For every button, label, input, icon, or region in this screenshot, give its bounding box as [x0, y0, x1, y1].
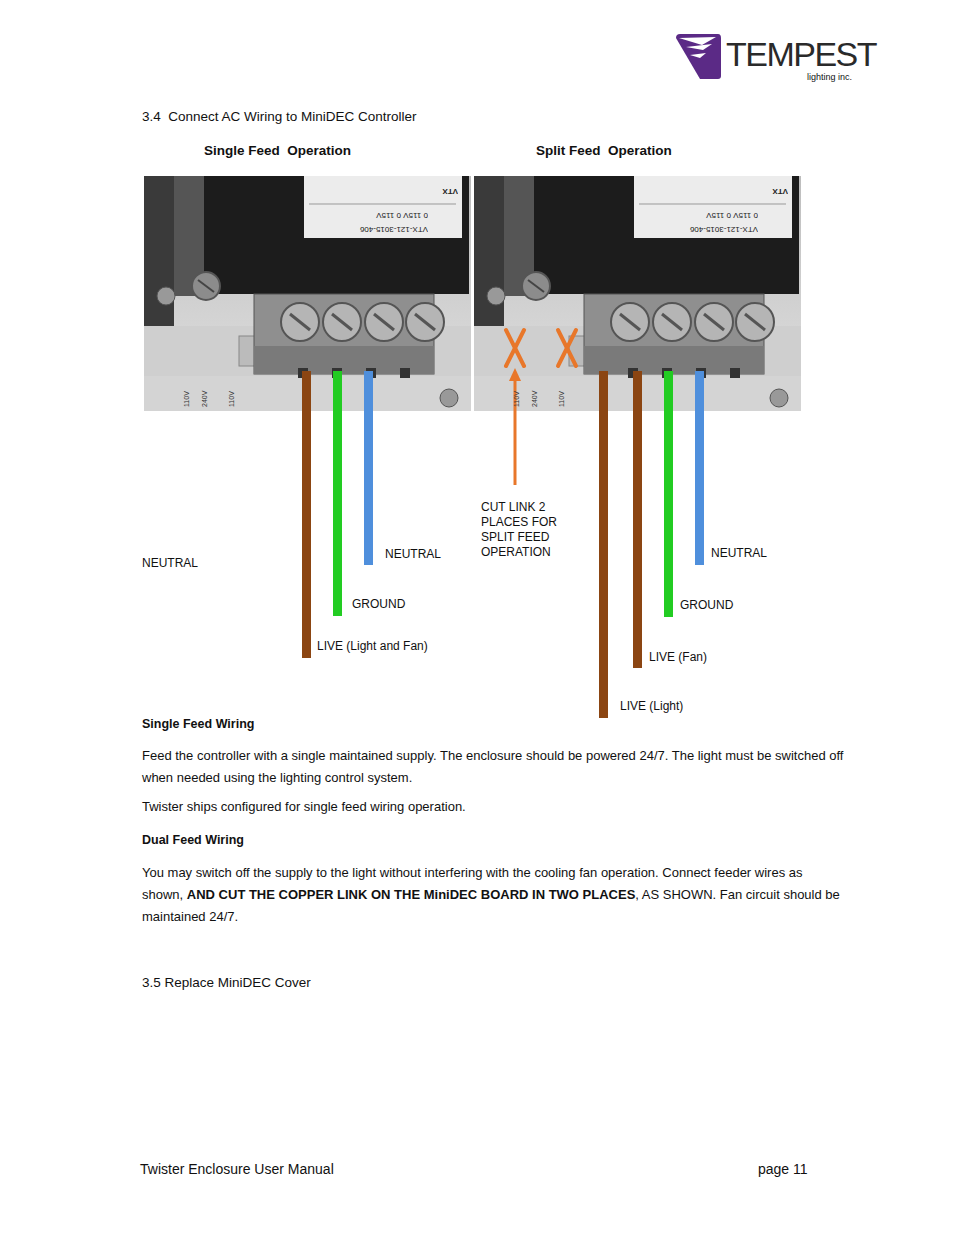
footer-text: Twister Enclosure User Manual — [140, 1161, 334, 1178]
wire-label: LIVE (Light and Fan) — [317, 639, 428, 653]
logo-tagline: lighting inc. — [807, 72, 852, 83]
photo-text: 0 115V 0 115V — [376, 210, 428, 220]
column-heading: Split Feed Operation — [536, 143, 672, 159]
photo-text: VTX — [442, 186, 458, 196]
body-paragraph: Feed the controller with a single mainta… — [142, 745, 847, 789]
body-paragraph: Twister ships configured for single feed… — [142, 799, 466, 815]
section-heading: 3.4 Connect AC Wiring to MiniDEC Control… — [142, 109, 417, 125]
column-heading: Single Feed Operation — [204, 143, 351, 159]
subheading: Dual Feed Wiring — [142, 833, 244, 848]
photo-text: VTX-121-3015-406 — [360, 224, 428, 234]
wire-label: NEUTRAL — [142, 556, 198, 570]
wire-label: LIVE (Light) — [620, 699, 683, 713]
board-text: 110V — [558, 391, 566, 407]
photo-text: 0 115V 0 115V — [706, 210, 758, 220]
board-text: 110V — [183, 391, 191, 407]
board-text: 240V — [531, 391, 539, 407]
wire-label: NEUTRAL — [711, 546, 767, 560]
callout-note: CUT LINK 2 PLACES FOR SPLIT FEED OPERATI… — [481, 500, 569, 560]
emphasis-text: AND CUT THE COPPER LINK ON THE MiniDEC B… — [187, 887, 636, 902]
section-heading: 3.5 Replace MiniDEC Cover — [142, 975, 311, 991]
wire-label: GROUND — [352, 597, 405, 611]
subheading: Single Feed Wiring — [142, 717, 254, 732]
footer-text: page 11 — [758, 1161, 808, 1178]
wire-label: LIVE (Fan) — [649, 650, 707, 664]
wire-label: GROUND — [680, 598, 733, 612]
board-text: 110V — [228, 391, 236, 407]
body-paragraph: You may switch off the supply to the lig… — [142, 862, 847, 928]
board-text: 240V — [201, 391, 209, 407]
photo-text: VTX — [772, 186, 788, 196]
board-text: 110V — [513, 391, 521, 407]
photo-text: VTX-121-3015-406 — [690, 224, 758, 234]
logo-wordmark: TEMPEST — [726, 34, 876, 75]
wire-label: NEUTRAL — [385, 547, 441, 561]
